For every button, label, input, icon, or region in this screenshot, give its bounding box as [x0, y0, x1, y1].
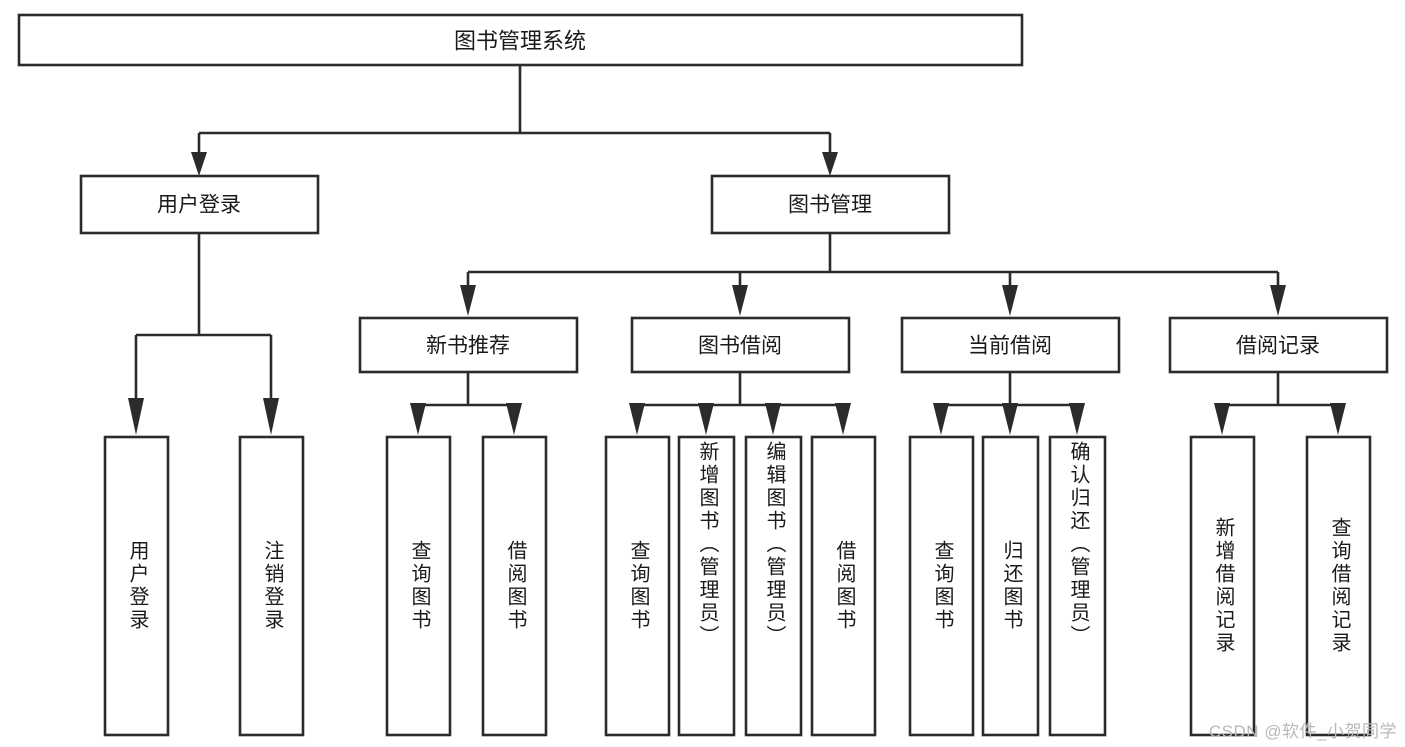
arrow-head-leaf-add-book [698, 403, 714, 435]
node-current-borrow[interactable]: 当前借阅 [900, 316, 1121, 374]
leaf-box-user-logout[interactable] [238, 435, 305, 737]
node-current-borrow-box[interactable] [900, 316, 1121, 374]
leaf-box-borrow-book-rec[interactable] [481, 435, 548, 737]
connector-layer [128, 65, 1346, 435]
arrow-head-new-book-rec [460, 285, 476, 316]
node-book-borrow-label: 图书借阅 [698, 335, 782, 358]
leaf-box-query-record[interactable] [1305, 435, 1372, 737]
arrow-head-leaf-add-record [1214, 403, 1230, 435]
leaf-box-edit-book[interactable] [744, 435, 803, 737]
leaf-box-add-book[interactable] [677, 435, 736, 737]
leaf-box-query-book-cur[interactable] [908, 435, 975, 737]
leaf-box-add-record[interactable] [1189, 435, 1256, 737]
node-root[interactable]: 图书管理系统 [17, 13, 1024, 67]
node-new-book-rec[interactable]: 新书推荐 [358, 316, 579, 374]
arrow-head-leaf-query-record [1330, 403, 1346, 435]
csdn-watermark: CSDN @软件_小贺同学 [1208, 722, 1397, 741]
arrow-head-leaf-borrow-book-rec [506, 403, 522, 435]
arrow-head-leaf-query-book-rec [410, 403, 426, 435]
node-user-login-label: 用户登录 [157, 194, 241, 217]
leaf-box-confirm-return[interactable] [1048, 435, 1107, 737]
node-root-label: 图书管理系统 [454, 29, 586, 54]
leaf-box-query-book-borrow[interactable] [604, 435, 671, 737]
arrow-head-leaf-user-logout [263, 398, 279, 435]
leaf-box-return-book[interactable] [981, 435, 1040, 737]
arrow-head-leaf-query-book-borrow [629, 403, 645, 435]
node-book-manage-box[interactable] [710, 174, 951, 235]
node-user-login-box[interactable] [79, 174, 320, 235]
node-borrow-record-label: 借阅记录 [1236, 335, 1320, 358]
leaf-box-user-login[interactable] [103, 435, 170, 737]
node-new-book-rec-label: 新书推荐 [426, 335, 510, 358]
arrow-head-leaf-edit-book [765, 403, 781, 435]
arrow-head-book-manage [822, 152, 838, 176]
leaf-box-query-book-rec[interactable] [385, 435, 452, 737]
node-borrow-record[interactable]: 借阅记录 [1168, 316, 1389, 374]
node-book-borrow[interactable]: 图书借阅 [630, 316, 851, 374]
node-user-login[interactable]: 用户登录 [79, 174, 320, 235]
leaf-box-layer [103, 435, 1372, 737]
arrow-head-leaf-confirm-return [1069, 403, 1085, 435]
node-borrow-record-box[interactable] [1168, 316, 1389, 374]
arrow-head-leaf-return-book [1002, 403, 1018, 435]
arrow-head-user-login [191, 152, 207, 176]
arrow-head-current-borrow [1002, 285, 1018, 316]
arrow-head-leaf-query-book-cur [933, 403, 949, 435]
node-root-box[interactable] [17, 13, 1024, 67]
node-book-manage[interactable]: 图书管理 [710, 174, 951, 235]
arrow-head-book-borrow [732, 285, 748, 316]
arrow-head-borrow-record [1270, 285, 1286, 316]
node-new-book-rec-box[interactable] [358, 316, 579, 374]
node-current-borrow-label: 当前借阅 [968, 335, 1052, 358]
leaf-box-borrow-book[interactable] [810, 435, 877, 737]
node-book-borrow-box[interactable] [630, 316, 851, 374]
node-book-manage-label: 图书管理 [788, 194, 872, 217]
arrow-head-leaf-borrow-book [835, 403, 851, 435]
arrow-head-leaf-user-login [128, 398, 144, 435]
